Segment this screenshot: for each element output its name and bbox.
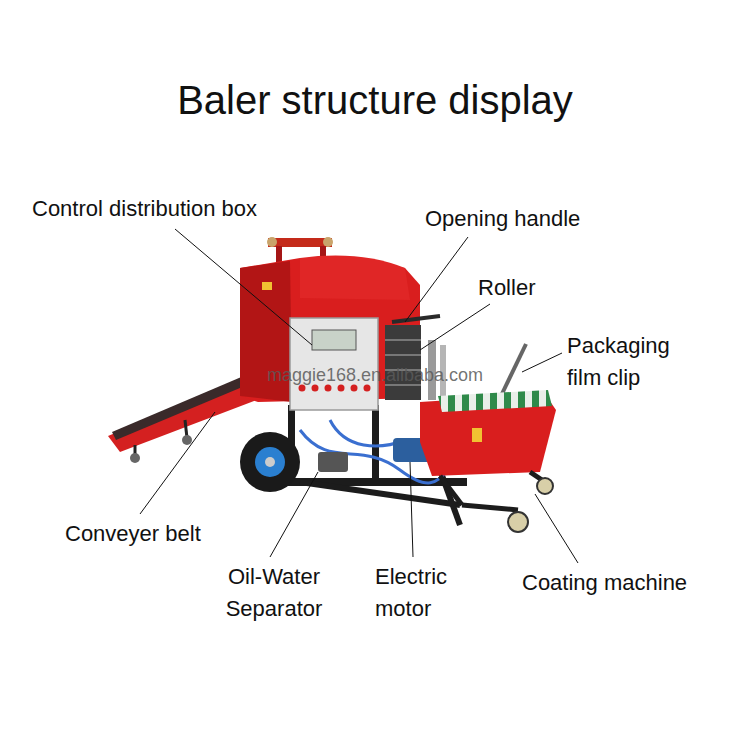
- tyre: [240, 432, 300, 492]
- coating-rollers: [438, 390, 552, 412]
- control-display: [312, 330, 356, 350]
- leader-line: [410, 462, 413, 557]
- part-label: Coating machine: [522, 567, 687, 599]
- part-label: Control distribution box: [32, 193, 257, 225]
- leader-line: [522, 353, 562, 372]
- hub: [265, 457, 275, 467]
- control-button: [299, 385, 306, 392]
- control-button: [338, 385, 345, 392]
- control-button: [312, 385, 319, 392]
- watermark: maggie168.en.alibaba.com: [235, 364, 515, 386]
- top-roller: [268, 238, 332, 247]
- part-label: Oil-Water Separator: [212, 561, 336, 625]
- diagram-title: Baler structure display: [0, 76, 750, 124]
- control-cabinet: [290, 318, 378, 410]
- roller-line: [385, 354, 421, 356]
- opening-handle: [392, 316, 440, 322]
- leader-line: [175, 229, 312, 345]
- caster-wheel: [508, 512, 528, 532]
- frame-post: [372, 405, 379, 483]
- coating-frame: [440, 476, 462, 505]
- control-box: [290, 318, 378, 410]
- part-label: Opening handle: [425, 203, 580, 235]
- bolt: [267, 237, 277, 247]
- frame-strut: [300, 482, 460, 505]
- leader-line: [420, 304, 490, 350]
- film-clip-arm: [500, 344, 526, 398]
- roller-grille: [385, 325, 421, 400]
- caster-wheel: [537, 478, 553, 494]
- part-label: Electric motor: [375, 561, 475, 625]
- rim: [255, 447, 285, 477]
- leader-line: [270, 472, 318, 557]
- chamber-hood: [300, 256, 410, 300]
- coating-frame: [462, 505, 518, 510]
- part-label: Packaging film clip: [567, 330, 702, 394]
- leader-lines: [140, 229, 578, 563]
- control-button: [325, 385, 332, 392]
- leader-line: [535, 494, 578, 563]
- wheel: [240, 432, 300, 492]
- bolt: [323, 237, 333, 247]
- part-label: Conveyer belt: [65, 518, 201, 550]
- warning-sticker: [472, 428, 482, 442]
- oil-water-separator: [318, 452, 348, 472]
- leader-line: [405, 237, 468, 322]
- conveyer-caster: [182, 435, 192, 445]
- control-button: [351, 385, 358, 392]
- part-label: Roller: [478, 272, 535, 304]
- control-button: [364, 385, 371, 392]
- warning-sticker: [262, 282, 272, 290]
- leader-line: [140, 412, 215, 514]
- conveyer-caster: [130, 453, 140, 463]
- roller-line: [385, 339, 421, 341]
